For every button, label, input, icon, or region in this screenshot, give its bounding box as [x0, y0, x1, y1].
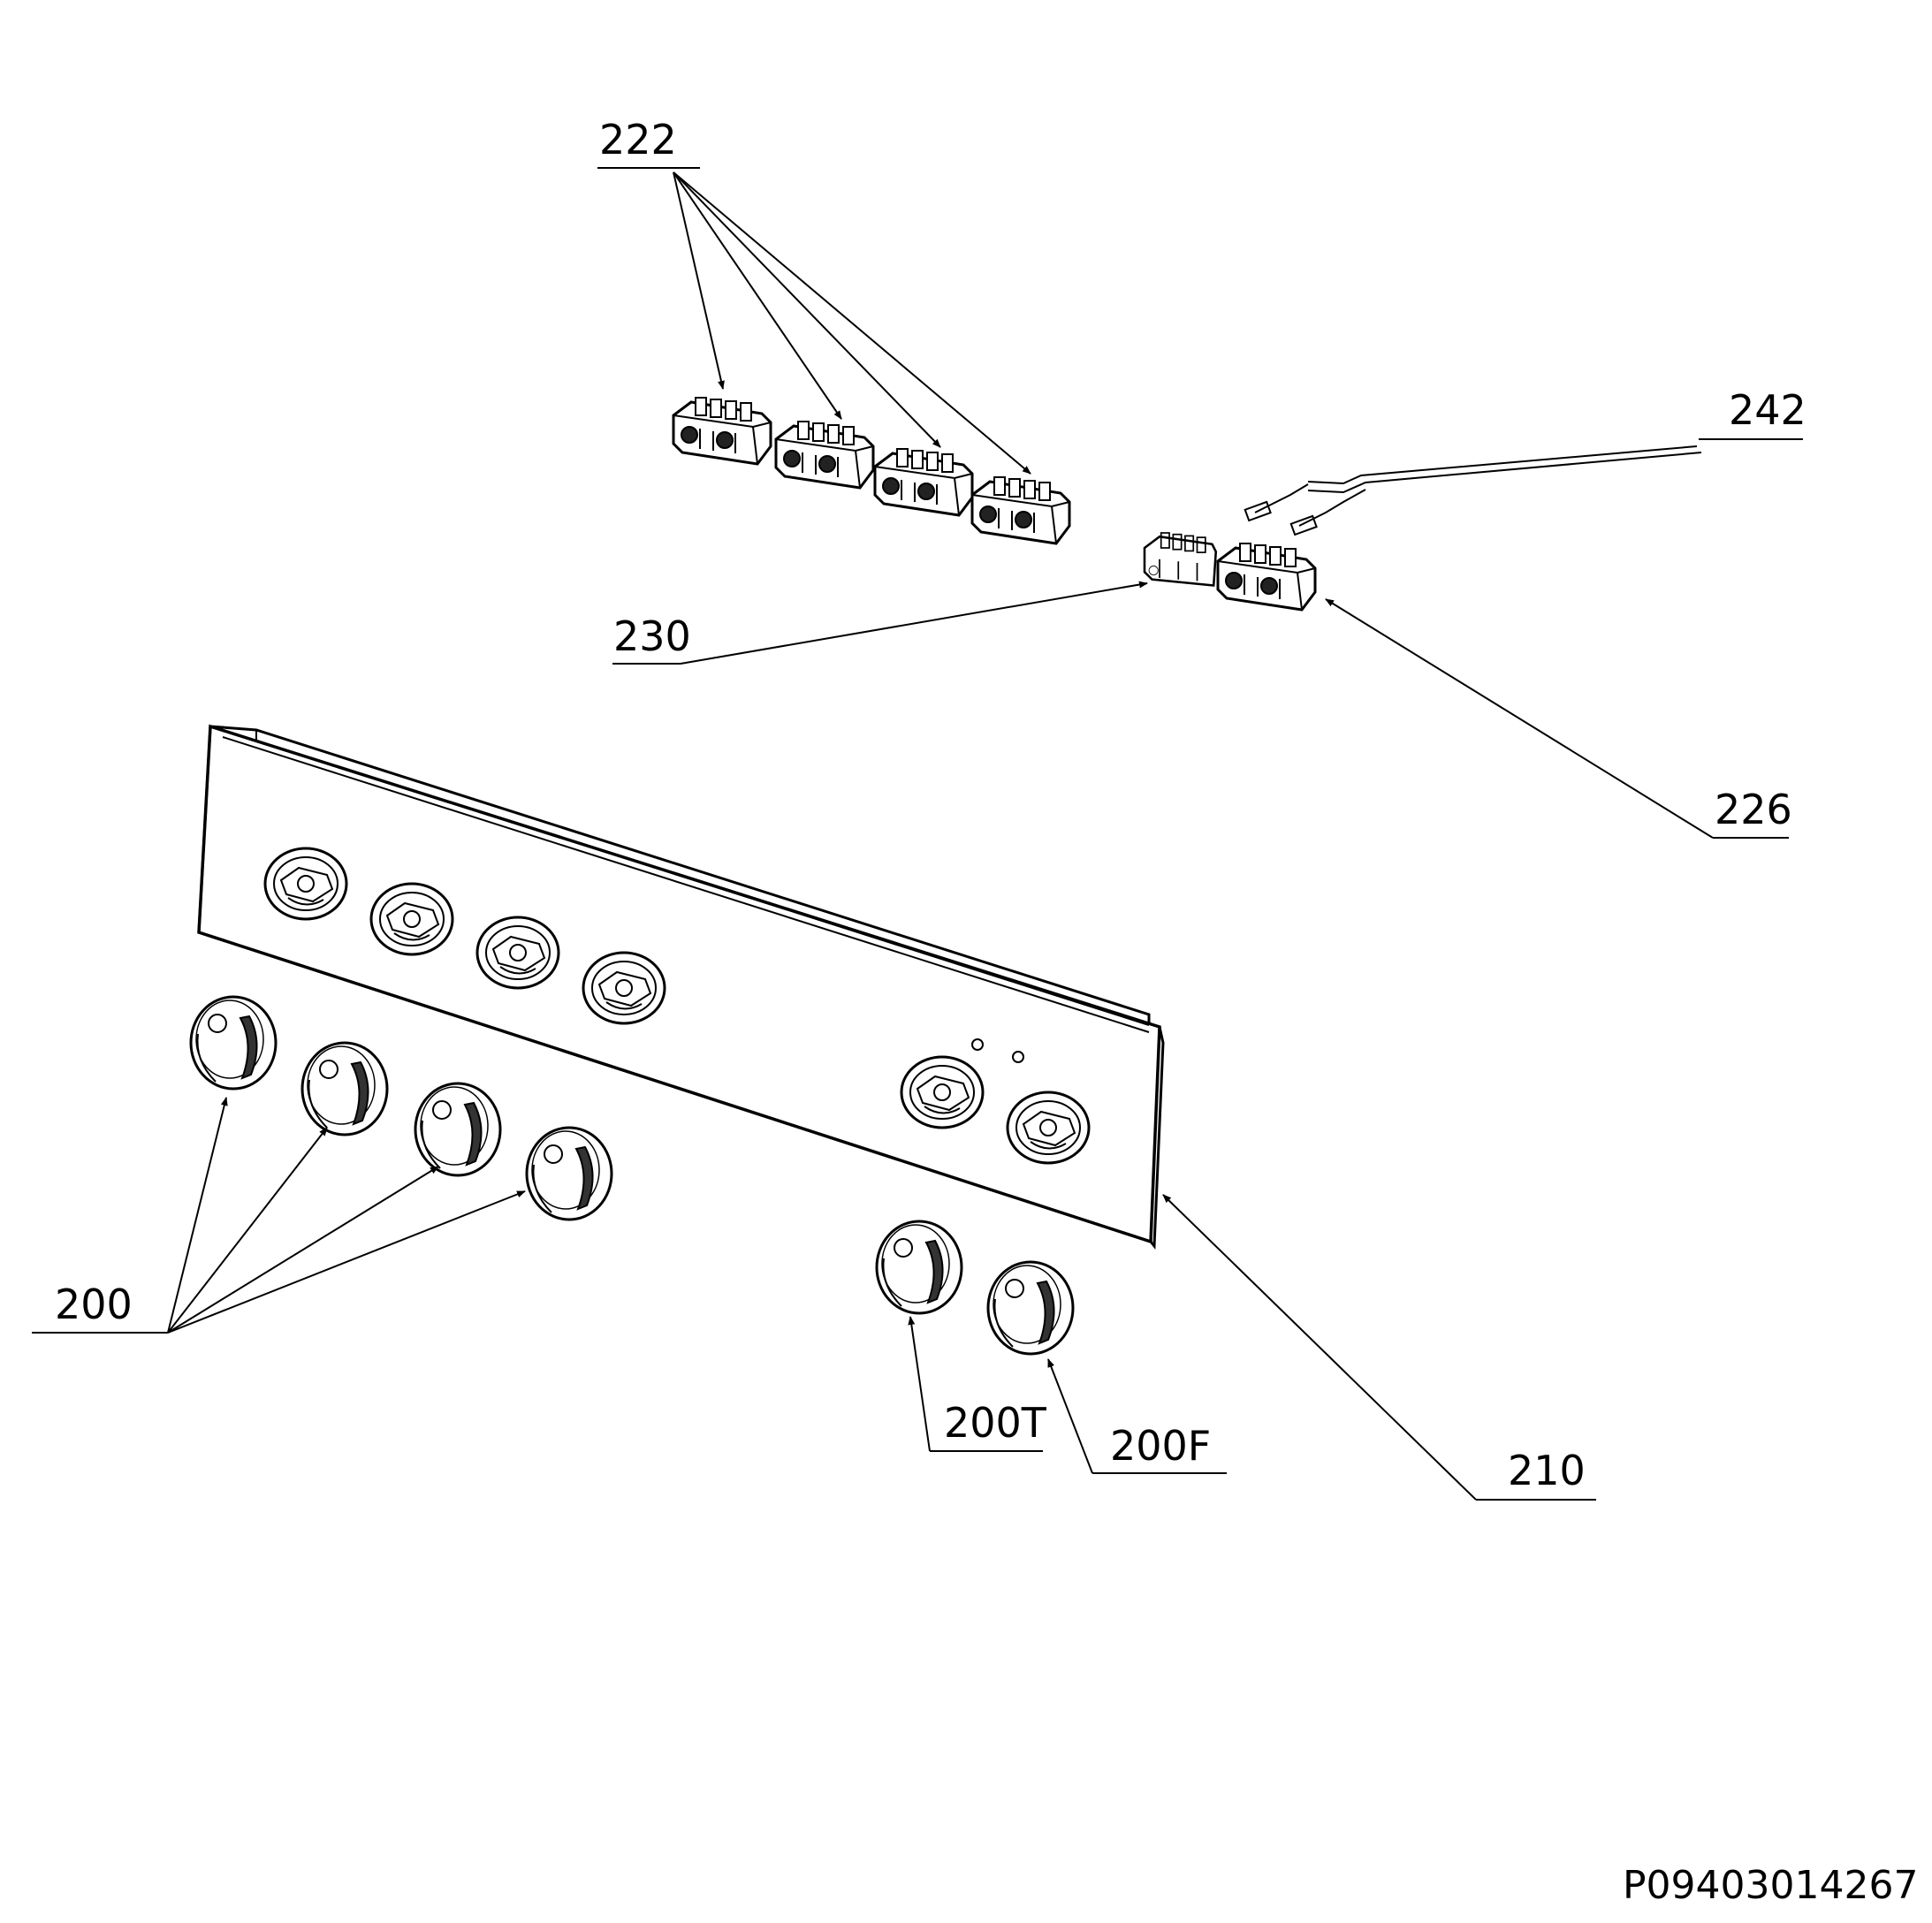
label-242: 242	[1729, 386, 1806, 434]
panel-hole-2	[369, 882, 454, 956]
indicator-lamp-2	[1012, 1051, 1024, 1063]
knob-group-200	[189, 995, 613, 1221]
knob-4	[525, 1126, 613, 1221]
switch-block-4	[970, 475, 1071, 545]
panel-hole-6	[1006, 1091, 1091, 1165]
label-222: 222	[599, 116, 677, 163]
knob-1	[189, 995, 278, 1091]
leader-lines	[32, 167, 1803, 1501]
knob-200T	[875, 1220, 963, 1315]
switch-block-226	[1216, 542, 1317, 612]
drawing-number: P09403014267	[1623, 1863, 1918, 1908]
switch-block-3	[873, 447, 974, 517]
panel-hole-3	[475, 916, 560, 990]
label-200T: 200T	[944, 1399, 1047, 1447]
switch-block-group-222	[672, 396, 1071, 545]
control-panel-210	[197, 724, 1165, 1250]
label-226: 226	[1715, 786, 1792, 833]
switch-block-1	[672, 396, 772, 466]
wire-harness-242	[1244, 445, 1702, 536]
label-200F: 200F	[1110, 1422, 1211, 1470]
knob-200F	[986, 1260, 1075, 1356]
knob-2	[300, 1041, 389, 1136]
panel-hole-5	[900, 1055, 985, 1129]
switch-230	[1143, 532, 1218, 587]
panel-hole-1	[263, 847, 348, 921]
label-210: 210	[1508, 1447, 1586, 1494]
label-200: 200	[55, 1281, 133, 1328]
indicator-lamp-1	[971, 1038, 984, 1051]
panel-hole-4	[582, 951, 666, 1025]
switch-226	[1216, 542, 1317, 612]
knob-3	[414, 1082, 502, 1177]
switch-block-2	[774, 420, 875, 490]
label-230: 230	[613, 612, 691, 660]
